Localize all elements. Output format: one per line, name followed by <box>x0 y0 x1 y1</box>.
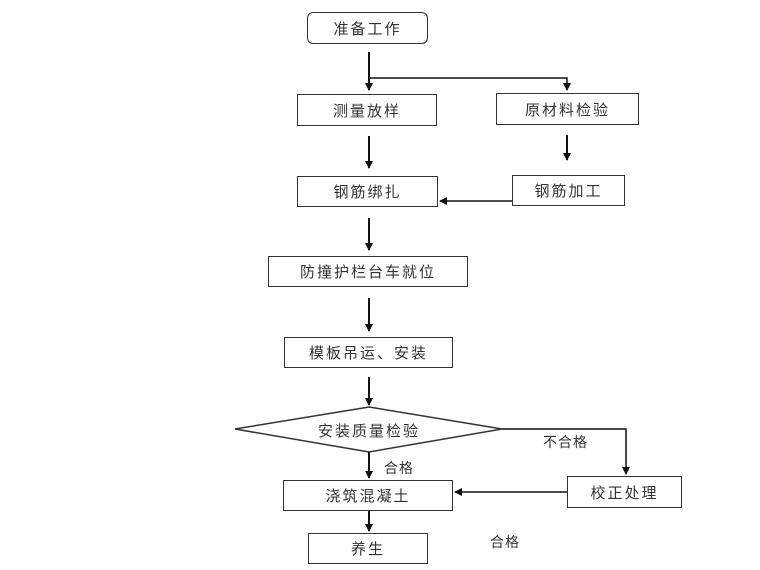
step-trolley-positioning: 防撞护栏台车就位 <box>268 256 468 287</box>
step-formwork-install: 模板吊运、安装 <box>284 337 453 368</box>
step-material-inspection: 原材料检验 <box>496 93 639 125</box>
step-rebar-processing: 钢筋加工 <box>512 175 625 206</box>
arrow-decision-to-correction <box>502 428 630 475</box>
step-curing: 养生 <box>308 533 428 564</box>
edge-label-pass-after-correction: 合格 <box>490 535 520 551</box>
step-correction: 校正处理 <box>567 476 682 508</box>
step-pour-concrete: 浇筑混凝土 <box>283 480 453 511</box>
step-survey: 测量放样 <box>297 94 437 126</box>
arrow-start-to-material-inspection <box>369 77 571 91</box>
edge-label-pass: 合格 <box>384 461 414 477</box>
start-node: 准备工作 <box>307 12 428 44</box>
decision-label: 安装质量检验 <box>317 421 420 440</box>
step-rebar-binding: 钢筋绑扎 <box>297 176 438 207</box>
edge-label-fail: 不合格 <box>543 435 588 451</box>
